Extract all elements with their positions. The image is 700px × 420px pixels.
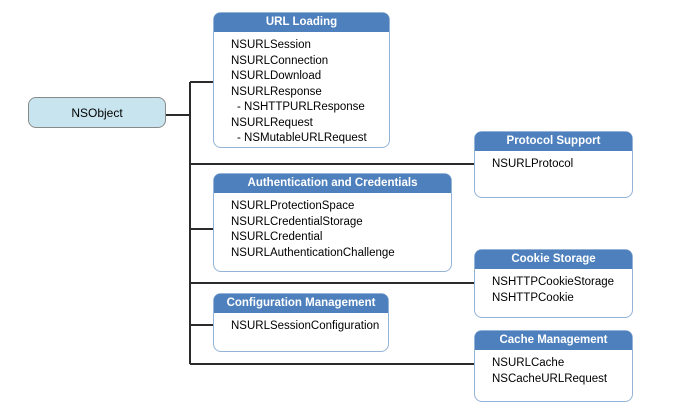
class-name: NSURLProtocol xyxy=(492,158,574,170)
group-body-configuration-management: NSURLSessionConfiguration xyxy=(214,313,388,335)
group-body-protocol-support: NSURLProtocol xyxy=(475,151,632,173)
nsobject-label: NSObject xyxy=(71,105,123,120)
class-name: - NSHTTPURLResponse xyxy=(237,101,365,113)
group-box-authentication-credentials: Authentication and Credentials NSURLProt… xyxy=(213,173,452,272)
class-name: NSURLProtectionSpace xyxy=(231,200,355,212)
class-name: NSURLCredential xyxy=(231,231,323,243)
connector-cookie-storage-line xyxy=(190,282,475,284)
group-title-protocol-support: Protocol Support xyxy=(475,132,632,151)
group-title-authentication-credentials: Authentication and Credentials xyxy=(214,174,451,193)
nsobject-box: NSObject xyxy=(28,97,166,128)
class-name: NSURLResponse xyxy=(231,85,322,98)
group-box-configuration-management: Configuration Management NSURLSessionCon… xyxy=(213,293,389,352)
class-name: NSURLSession xyxy=(231,39,311,51)
group-title-cookie-storage: Cookie Storage xyxy=(475,250,632,269)
connector-cache-management-line xyxy=(190,363,475,365)
class-name: - NSMutableURLRequest xyxy=(237,132,367,144)
class-name: NSURLSessionConfiguration xyxy=(231,320,380,332)
connector-protocol-support-line xyxy=(190,163,475,165)
group-title-configuration-management: Configuration Management xyxy=(214,294,388,313)
connector-configuration-line xyxy=(190,324,214,326)
class-name: NSURLAuthenticationChallenge xyxy=(231,246,395,259)
class-name: NSCacheURLRequest xyxy=(492,372,608,385)
class-name: NSHTTPCookie xyxy=(492,291,574,304)
class-name: NSURLConnection xyxy=(231,54,329,67)
group-title-url-loading: URL Loading xyxy=(214,13,389,32)
connector-url-loading-line xyxy=(190,81,214,83)
connector-trunk-line xyxy=(189,82,191,364)
class-name: NSHTTPCookieStorage xyxy=(492,276,615,288)
connector-authentication-line xyxy=(190,228,214,230)
group-box-protocol-support: Protocol Support NSURLProtocol xyxy=(474,131,633,198)
class-name: NSURLRequest xyxy=(231,116,313,129)
connector-nsobject-line xyxy=(165,114,190,116)
group-title-cache-management: Cache Management xyxy=(475,331,632,350)
class-name: NSURLCredentialStorage xyxy=(231,215,363,228)
class-name: NSURLDownload xyxy=(231,70,322,82)
class-name: NSURLCache xyxy=(492,357,565,369)
